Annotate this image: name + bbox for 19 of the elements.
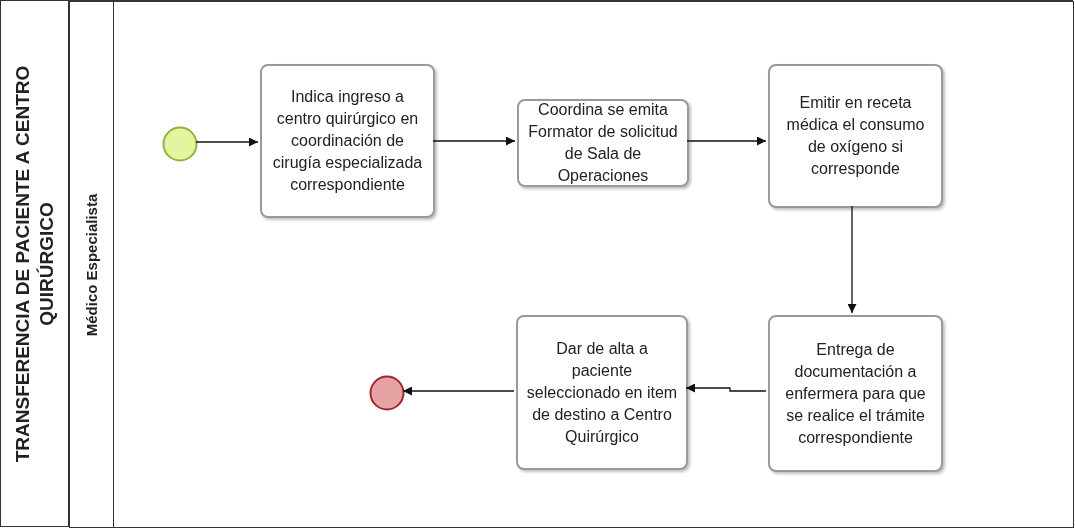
- arrow: [847, 205, 857, 314]
- task-box: [768, 64, 943, 208]
- pool-title: TRANSFERENCIA DE PACIENTE A CENTRO QUIRÚRGICO: [10, 64, 58, 464]
- arrow: [432, 136, 516, 146]
- arrow: [685, 383, 767, 393]
- task-box: [768, 315, 943, 472]
- task-text: Coordina se emita Formator de solicitud de Sala de Operaciones: [527, 100, 679, 186]
- lane-label: Médico Especialista: [81, 192, 101, 338]
- arrow: [686, 136, 767, 146]
- task-text: Entrega de documentación a enfermera para que se realice el trámite correspondiente: [784, 339, 927, 448]
- task-box: [260, 64, 435, 218]
- task-text: Emitir en receta médica el consumo de oxígeno si corresponde: [785, 93, 926, 179]
- task-text: Dar de alta a paciente seleccionado en item de destino a Centro Quirúrgico: [526, 338, 678, 447]
- end-event-circle: [369, 375, 405, 411]
- task-text: Indica ingreso a centro quirúrgico en coordinación de cirugía especializada correspondiente: [271, 87, 424, 195]
- arrow: [195, 137, 259, 147]
- start-event-circle: [162, 126, 198, 162]
- arrow: [402, 386, 515, 396]
- task-box: [516, 315, 688, 470]
